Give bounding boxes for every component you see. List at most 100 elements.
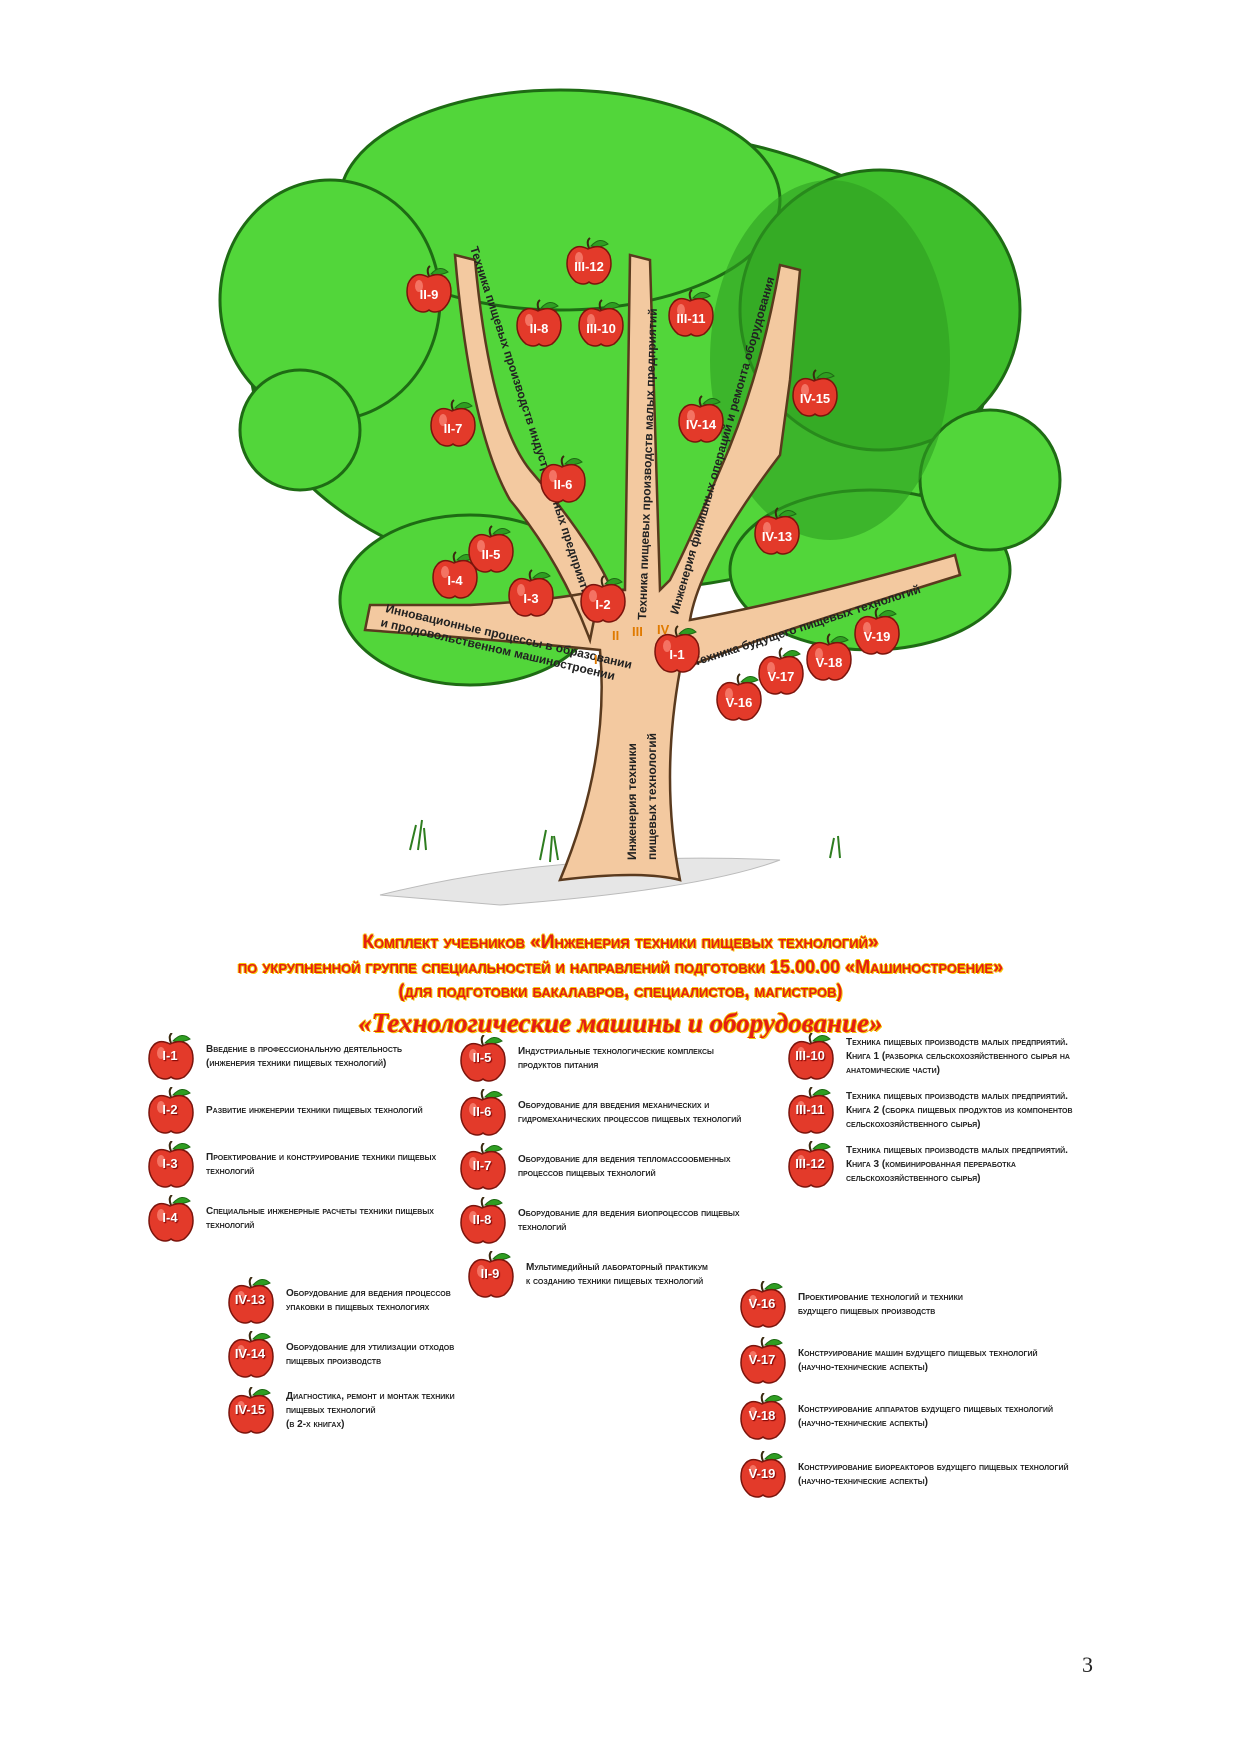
book-item-iv-13: IV-13 Оборудование для ведения процессов … xyxy=(226,1277,451,1325)
tree-apple-code: V-17 xyxy=(768,669,795,684)
tree-apple-code: II-7 xyxy=(444,421,463,436)
book-title: Специальные инженерные расчеты техники п… xyxy=(206,1206,434,1231)
tree-apple-i-1: I-1 xyxy=(654,625,700,673)
tree-apple-code: II-8 xyxy=(530,321,549,336)
book-item-ii-6: II-6 Оборудование для введения механическ… xyxy=(458,1089,742,1137)
book-item-v-17: V-17 Конструирование машин будущего пищев… xyxy=(738,1337,1038,1385)
book-title: Оборудование для введения механических и… xyxy=(518,1100,742,1125)
tree-apple-code: II-6 xyxy=(554,477,573,492)
tree-apple-iv-14: IV-14 xyxy=(678,395,724,443)
book-code: II-9 xyxy=(480,1266,500,1281)
tree-apple-code: IV-15 xyxy=(800,391,830,406)
tree-apple-v-19: V-19 xyxy=(854,607,900,655)
book-title: Оборудование для ведения процессов упако… xyxy=(286,1288,451,1313)
tree-illustration: Инновационные процессы в образовании и п… xyxy=(218,88,1062,906)
roman-ii: II xyxy=(612,628,619,643)
book-code: V-19 xyxy=(748,1466,776,1481)
book-code: IV-14 xyxy=(234,1346,266,1361)
tree-apple-code: II-5 xyxy=(482,547,501,562)
book-item-ii-8: II-8 Оборудование для ведения биопроцессо… xyxy=(458,1197,740,1245)
tree-apple-v-17: V-17 xyxy=(758,647,804,695)
apple-icon: V-17 xyxy=(738,1337,790,1385)
tree-apple-ii-6: II-6 xyxy=(540,455,586,503)
tree-apple-iv-13: IV-13 xyxy=(754,507,800,555)
book-title: Конструирование машин будущего пищевых т… xyxy=(798,1348,1038,1373)
apple-icon: IV-13 xyxy=(226,1277,278,1325)
tree-apple-code: I-2 xyxy=(595,597,610,612)
book-code: IV-15 xyxy=(234,1402,266,1417)
book-code: II-5 xyxy=(472,1050,492,1065)
tree-apple-code: V-18 xyxy=(816,655,843,670)
book-code: III-11 xyxy=(795,1102,825,1117)
apple-icon: V-18 xyxy=(738,1393,790,1441)
trunk-label-2: пищевых технологий xyxy=(645,733,659,860)
book-item-iii-10: III-10 Техника пищевых производств малых … xyxy=(786,1033,1070,1081)
apple-icon: II-5 xyxy=(458,1035,510,1083)
book-code: I-2 xyxy=(162,1102,178,1117)
apple-icon: II-6 xyxy=(458,1089,510,1137)
apple-icon: III-11 xyxy=(786,1087,838,1135)
apple-icon: I-4 xyxy=(146,1195,198,1243)
book-code: II-6 xyxy=(472,1104,492,1119)
book-title: Развитие инженерии техники пищевых техно… xyxy=(206,1105,423,1116)
tree-apple-code: V-19 xyxy=(864,629,891,644)
book-code: III-12 xyxy=(795,1156,825,1171)
book-code: III-10 xyxy=(795,1048,825,1063)
heading-line-3: (для подготовки бакалавров, специалистов… xyxy=(398,981,843,1001)
tree-apple-ii-7: II-7 xyxy=(430,399,476,447)
book-code: V-16 xyxy=(748,1296,776,1311)
heading-subtitle: «Технологические машины и оборудование» xyxy=(358,1008,883,1038)
apple-icon: V-16 xyxy=(738,1281,790,1329)
apple-icon: I-2 xyxy=(146,1087,198,1135)
book-item-ii-7: II-7 Оборудование для ведения тепломассоо… xyxy=(458,1143,731,1191)
roman-i: I xyxy=(594,652,598,667)
page-number: 3 xyxy=(1082,1652,1093,1677)
tree-apple-i-2: I-2 xyxy=(580,575,626,623)
tree-apple-ii-8: II-8 xyxy=(516,299,562,347)
book-title: Оборудование для ведения биопроцессов пи… xyxy=(518,1208,740,1233)
tree-apple-code: IV-14 xyxy=(686,417,717,432)
apple-icon: III-10 xyxy=(786,1033,838,1081)
apple-icon: V-19 xyxy=(738,1451,790,1499)
book-code: II-7 xyxy=(472,1158,492,1173)
book-item-i-2: I-2 Развитие инженерии техники пищевых те… xyxy=(146,1087,423,1135)
apple-icon: I-1 xyxy=(146,1033,198,1081)
book-title: Техника пищевых производств малых предпр… xyxy=(846,1037,1070,1076)
book-code: IV-13 xyxy=(234,1292,266,1307)
book-title: Проектирование и конструирование техники… xyxy=(206,1152,437,1177)
tree-apple-iii-10: III-10 xyxy=(578,299,624,347)
book-item-ii-5: II-5 Индустриальные технологические компл… xyxy=(458,1035,714,1083)
book-title: Индустриальные технологические комплексы… xyxy=(518,1046,714,1071)
tree-apple-v-16: V-16 xyxy=(716,673,762,721)
book-item-i-4: I-4 Специальные инженерные расчеты техник… xyxy=(146,1195,434,1243)
book-title: Техника пищевых производств малых предпр… xyxy=(846,1145,1068,1184)
tree-apple-i-4: I-4 xyxy=(432,551,478,599)
tree-apple-code: III-12 xyxy=(574,259,604,274)
apple-icon: II-7 xyxy=(458,1143,510,1191)
tree-apple-code: I-4 xyxy=(447,573,463,588)
tree-apple-code: I-3 xyxy=(523,591,538,606)
tree-trunk xyxy=(363,253,962,882)
book-code: I-4 xyxy=(162,1210,178,1225)
tree-apple-ii-9: II-9 xyxy=(406,265,452,313)
tree-apple-code: III-11 xyxy=(677,311,706,326)
heading-line-2: по укрупненной группе специальностей и н… xyxy=(237,957,1004,977)
apple-icon: IV-14 xyxy=(226,1331,278,1379)
book-code: I-1 xyxy=(162,1048,178,1063)
book-title: Мультимедийный лабораторный практикум к … xyxy=(526,1262,708,1287)
apple-icon: II-8 xyxy=(458,1197,510,1245)
book-title: Оборудование для ведения тепломассообмен… xyxy=(518,1154,731,1179)
book-title: Техника пищевых производств малых предпр… xyxy=(846,1091,1073,1130)
tree-apple-code: II-9 xyxy=(420,287,439,302)
roman-iii: III xyxy=(632,624,643,639)
book-item-iii-12: III-12 Техника пищевых производств малых … xyxy=(786,1141,1068,1188)
roman-iv: IV xyxy=(657,622,670,637)
apple-icon: IV-15 xyxy=(226,1387,278,1435)
book-code: V-17 xyxy=(748,1352,776,1367)
tree-apple-iii-12: III-12 xyxy=(566,237,612,285)
book-title: Конструирование аппаратов будущего пищев… xyxy=(798,1404,1053,1429)
